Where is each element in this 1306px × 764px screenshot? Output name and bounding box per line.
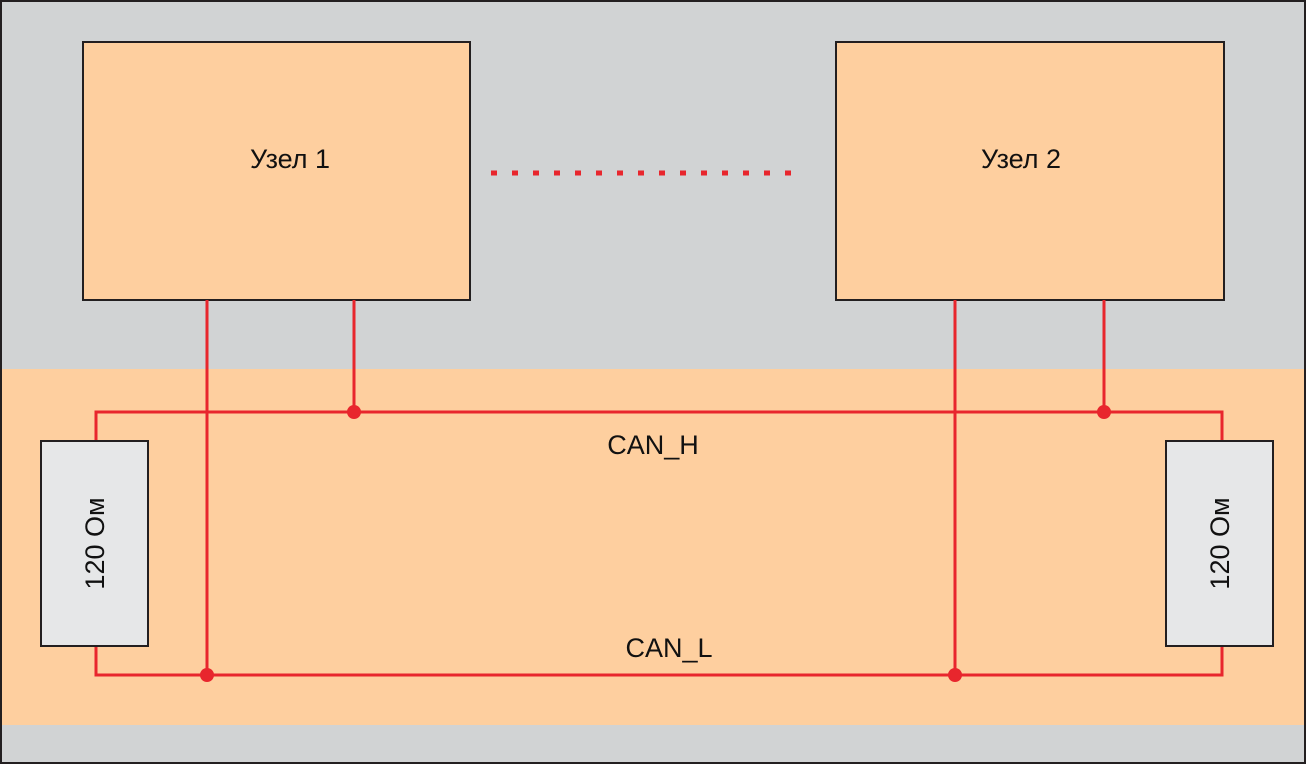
node-2-box xyxy=(835,41,1225,301)
junction-dot xyxy=(1097,405,1111,419)
junction-dot xyxy=(200,668,214,682)
junction-dot xyxy=(347,405,361,419)
resistor-left-label: 120 Ом xyxy=(80,497,110,589)
junction-dot xyxy=(948,668,962,682)
node-1: Узел 1 xyxy=(82,41,471,301)
node-2: Узел 2 xyxy=(835,41,1225,301)
can-h-line xyxy=(94,410,1224,441)
node-1-label: Узел 1 xyxy=(250,144,330,174)
resistor-left-box xyxy=(40,440,149,647)
node-2-label: Узел 2 xyxy=(981,144,1061,174)
junctions xyxy=(200,405,1111,682)
bus-wires xyxy=(94,300,1224,677)
terminator-right: 120 Ом xyxy=(1165,440,1274,647)
can-l-label: CAN_L xyxy=(625,633,712,663)
resistor-right-label: 120 Ом xyxy=(1205,497,1235,589)
terminator-left: 120 Ом xyxy=(40,440,149,647)
can-l-line xyxy=(94,646,1224,677)
can-h-label: CAN_H xyxy=(607,430,699,460)
node-1-box xyxy=(82,41,471,301)
resistor-right-box xyxy=(1165,440,1274,647)
bus-area xyxy=(2,369,1304,725)
